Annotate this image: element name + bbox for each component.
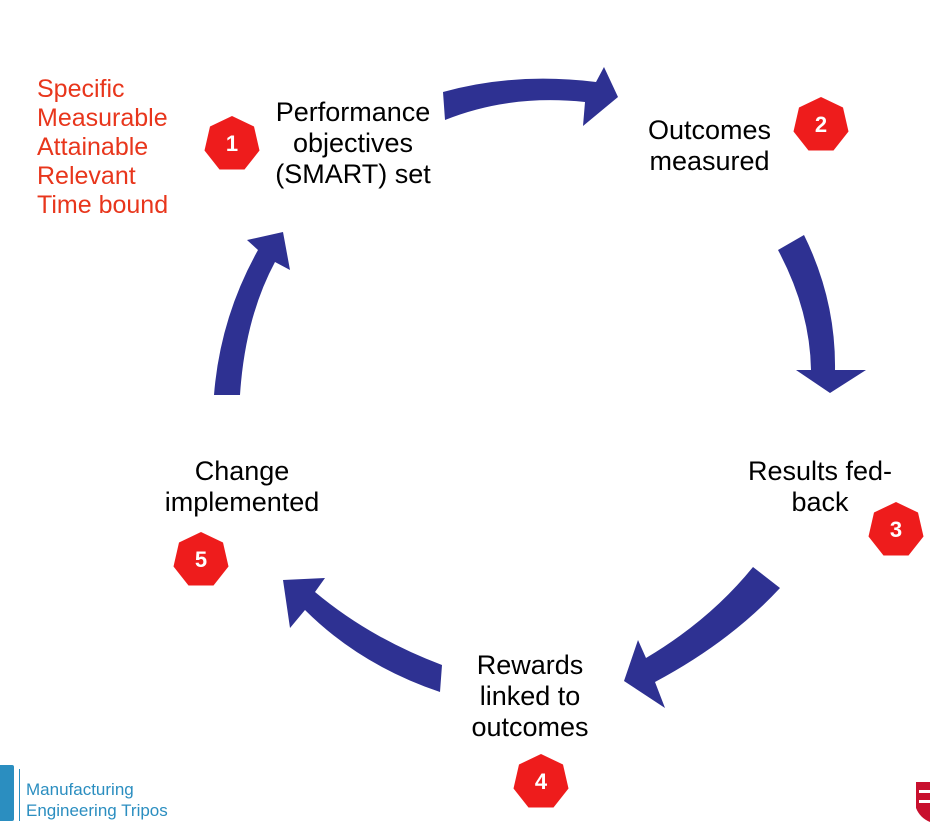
- arrow-2-to-3: [778, 235, 866, 393]
- stage-4-label: Rewards linked to outcomes: [471, 650, 589, 742]
- logo-mark-icon: [0, 765, 14, 821]
- stage-5-badge: 5: [172, 531, 230, 589]
- logo-line-2: Engineering Tripos: [26, 801, 168, 820]
- smart-item: Measurable: [37, 104, 168, 132]
- arrow-5-to-1: [214, 232, 290, 395]
- stage-5-label: Change implemented: [164, 456, 320, 517]
- arrow-1-to-2: [443, 67, 618, 126]
- heptagon-icon: [793, 97, 849, 151]
- stage-4-badge: 4: [512, 753, 570, 811]
- stage-3-badge: 3: [867, 501, 925, 559]
- logo-line-1: Manufacturing: [26, 780, 134, 799]
- stage-1-badge: 1: [203, 115, 261, 173]
- heptagon-icon: [204, 116, 260, 170]
- stage-3-label: Results fed- back: [747, 456, 893, 517]
- smart-item: Time bound: [37, 191, 169, 219]
- logo-divider: [19, 769, 20, 821]
- stage-2-badge: 2: [792, 96, 850, 154]
- heptagon-icon: [173, 532, 229, 586]
- smart-item: Specific: [37, 75, 125, 103]
- heptagon-icon: [513, 754, 569, 808]
- university-crest-icon: [916, 782, 930, 822]
- smart-item: Relevant: [37, 162, 136, 190]
- stage-1-label: Performance objectives (SMART) set: [275, 97, 431, 189]
- smart-item: Attainable: [37, 133, 149, 161]
- stage-2-label: Outcomes measured: [647, 115, 772, 176]
- arrow-3-to-4: [624, 567, 780, 708]
- heptagon-icon: [868, 502, 924, 556]
- smart-criteria-list: Specific Measurable Attainable Relevant …: [37, 75, 168, 220]
- logo-text: Manufacturing Engineering Tripos: [26, 779, 168, 821]
- arrow-4-to-5: [283, 578, 442, 692]
